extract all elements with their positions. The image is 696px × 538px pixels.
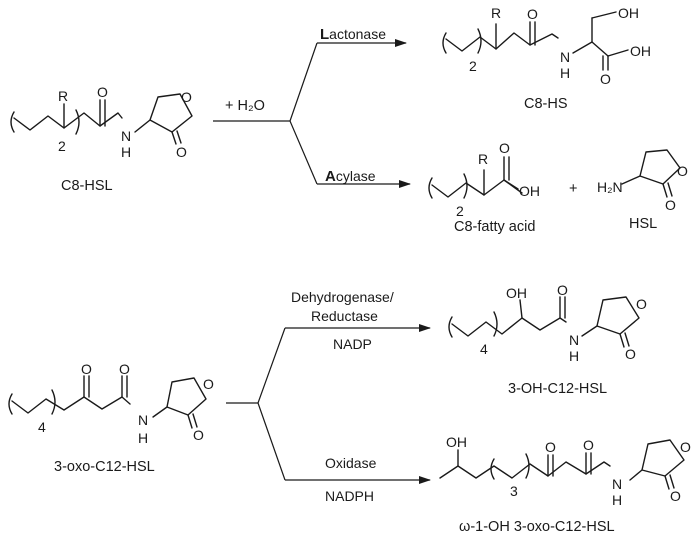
- subscript-3: 3: [510, 483, 518, 499]
- atom-o: O: [625, 346, 636, 362]
- atom-o: O: [176, 144, 187, 160]
- atom-h: H: [612, 492, 622, 508]
- atom-oh: OH: [519, 183, 540, 199]
- atom-n: N: [121, 128, 131, 144]
- nadp-label: NADP: [333, 336, 372, 352]
- c8-fatty-acid-structure: R O OH 2: [428, 140, 540, 219]
- subscript-2: 2: [58, 138, 66, 154]
- nadph-label: NADPH: [325, 488, 374, 504]
- atom-o: O: [545, 439, 556, 455]
- atom-oh: OH: [506, 285, 527, 301]
- c8-hsl-structure: R O O O N H 2: [10, 84, 193, 160]
- atom-h: H: [560, 65, 570, 81]
- atom-n: N: [138, 412, 148, 428]
- atom-o: O: [119, 361, 130, 377]
- 3-oh-c12-hsl-structure: OH O O O N H 4: [448, 282, 647, 364]
- atom-r: R: [478, 151, 488, 167]
- atom-h: H: [138, 430, 148, 446]
- atom-o: O: [203, 376, 214, 392]
- atom-o: O: [557, 282, 568, 298]
- atom-r: R: [491, 5, 501, 21]
- c8-hs-structure: R O OH OH O N H 2: [442, 5, 651, 87]
- 3-oh-c12-hsl-label: 3-OH-C12-HSL: [508, 381, 607, 397]
- atom-o: O: [499, 140, 510, 156]
- atom-o: O: [583, 437, 594, 453]
- atom-h2n: H₂N: [597, 179, 623, 195]
- water-reagent: + H₂O: [225, 98, 265, 114]
- atom-o: O: [665, 197, 676, 213]
- atom-oh: OH: [446, 434, 467, 450]
- atom-oh: OH: [630, 43, 651, 59]
- atom-h: H: [569, 348, 579, 364]
- reductase-label: Reductase: [311, 308, 378, 324]
- c8-fatty-acid-label: C8-fatty acid: [454, 219, 535, 235]
- atom-o: O: [181, 89, 192, 105]
- atom-o: O: [81, 361, 92, 377]
- omega-1-oh-3-oxo-c12-hsl-label: ω-1-OH 3-oxo-C12-HSL: [459, 519, 615, 535]
- acylase-label: Acylase: [325, 168, 376, 185]
- omega-1-oh-3-oxo-c12-hsl-structure: OH O O O O N H 3: [439, 434, 691, 508]
- 3-oxo-c12-hsl-structure: O O O O N H 4: [8, 361, 214, 446]
- c8-hsl-label: C8-HSL: [61, 178, 113, 194]
- atom-o: O: [527, 6, 538, 22]
- lactonase-label: Lactonase: [320, 26, 386, 43]
- subscript-4: 4: [480, 341, 488, 357]
- plus-sign: +: [569, 181, 577, 197]
- subscript-2: 2: [469, 58, 477, 74]
- subscript-2: 2: [456, 203, 464, 219]
- atom-oh: OH: [618, 5, 639, 21]
- reaction-2-branch: [226, 324, 431, 484]
- atom-o: O: [97, 84, 108, 100]
- oxidase-label: Oxidase: [325, 455, 377, 471]
- dehydrogenase-label: Dehydrogenase/: [291, 289, 394, 305]
- atom-n: N: [560, 49, 570, 65]
- atom-o: O: [600, 71, 611, 87]
- atom-o: O: [680, 439, 691, 455]
- atom-o: O: [670, 488, 681, 504]
- atom-h: H: [121, 144, 131, 160]
- reaction-1-branch: [213, 39, 411, 188]
- atom-n: N: [612, 476, 622, 492]
- atom-o: O: [636, 296, 647, 312]
- hsl-label: HSL: [629, 216, 657, 232]
- hsl-structure: H₂N O O: [597, 149, 688, 213]
- subscript-4: 4: [38, 419, 46, 435]
- atom-o: O: [193, 427, 204, 443]
- atom-n: N: [569, 332, 579, 348]
- c8-hs-label: C8-HS: [524, 96, 568, 112]
- atom-o: O: [677, 163, 688, 179]
- atom-r: R: [58, 88, 68, 104]
- 3-oxo-c12-hsl-label: 3-oxo-C12-HSL: [54, 459, 155, 475]
